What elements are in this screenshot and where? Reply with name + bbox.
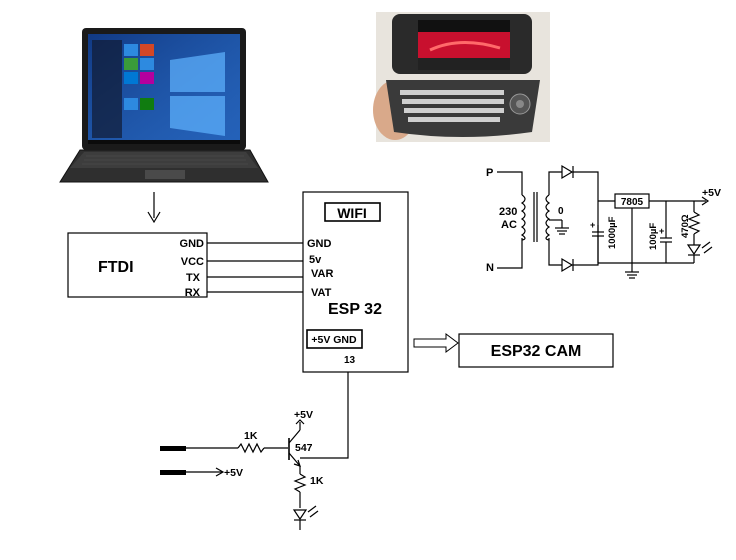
driver-r1-label: 1K bbox=[244, 430, 258, 442]
ps-output-label: +5V bbox=[702, 187, 721, 199]
esp32-power-label: +5V GND bbox=[311, 334, 357, 346]
power-supply-circuit: P N 230 AC 0 + bbox=[486, 164, 721, 279]
esp32-wifi-label: WIFI bbox=[337, 205, 367, 221]
ps-regulator-label: 7805 bbox=[621, 197, 644, 208]
ps-tap-label: 0 bbox=[558, 206, 564, 217]
esp32-module: WIFI GND 5v VAR VAT ESP 32 +5V GND 13 bbox=[302, 191, 409, 373]
esp32cam-title: ESP32 CAM bbox=[491, 343, 582, 360]
esp32-pin-vat: VAT bbox=[311, 287, 332, 299]
ps-cap1-label: 1000µF bbox=[607, 216, 618, 249]
ps-cap2-label: 100µF bbox=[648, 223, 659, 250]
esp32-pin-gnd: GND bbox=[307, 238, 332, 250]
driver-transistor-label: 547 bbox=[295, 442, 313, 454]
driver-r2-label: 1K bbox=[310, 475, 324, 487]
phone-illustration bbox=[373, 12, 550, 142]
ftdi-pin-vcc: VCC bbox=[181, 256, 204, 268]
esp32-to-cam-arrow bbox=[413, 333, 459, 353]
driver-input-label: +5V bbox=[224, 467, 243, 479]
ps-p-label: P bbox=[486, 167, 493, 179]
esp32-pin-var: VAR bbox=[311, 268, 333, 280]
ftdi-pin-rx: RX bbox=[185, 287, 201, 299]
laptop-to-ftdi-arrow bbox=[147, 192, 161, 224]
ps-voltage-label-1: 230 bbox=[499, 206, 517, 218]
ps-resistor-label: 470Ω bbox=[680, 214, 691, 238]
esp32-pin13-label: 13 bbox=[344, 355, 356, 366]
ps-cap2-plus: + bbox=[659, 226, 664, 236]
ftdi-module: FTDI GND VCC TX RX bbox=[67, 232, 208, 299]
esp32cam-module: ESP32 CAM bbox=[458, 333, 614, 368]
ps-cap1-plus: + bbox=[590, 220, 595, 230]
ps-n-label: N bbox=[486, 262, 494, 274]
driver-circuit: 1K +5V 547 +5V 1K bbox=[160, 372, 349, 530]
ftdi-pin-gnd: GND bbox=[180, 238, 205, 250]
laptop-illustration bbox=[59, 28, 269, 183]
esp32-pin-5v: 5v bbox=[309, 254, 322, 266]
ps-voltage-label-2: AC bbox=[501, 219, 517, 231]
ftdi-esp32-wires bbox=[207, 242, 303, 293]
driver-vcc-label: +5V bbox=[294, 409, 313, 421]
ftdi-pin-tx: TX bbox=[186, 272, 201, 284]
esp32-title: ESP 32 bbox=[328, 301, 382, 318]
ftdi-title: FTDI bbox=[98, 259, 134, 276]
